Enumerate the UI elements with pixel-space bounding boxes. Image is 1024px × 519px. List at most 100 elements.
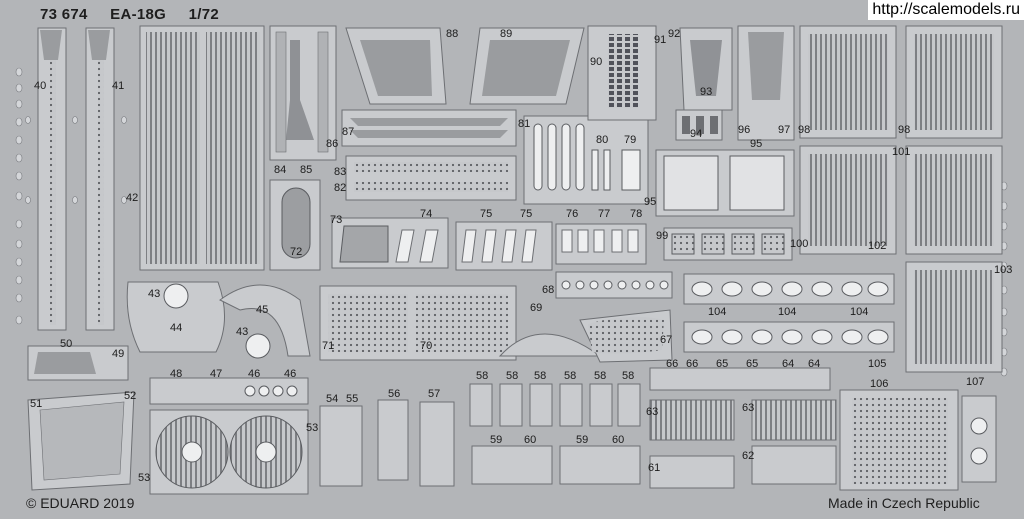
part-number-label: 104 — [708, 306, 727, 318]
part-number-label: 43 — [148, 288, 161, 300]
part-61 — [649, 455, 735, 489]
part-number-label: 66 — [666, 358, 679, 370]
part-number-label: 104 — [850, 306, 869, 318]
part-number-label: 76 — [566, 208, 579, 220]
part-number-label: 104 — [778, 306, 797, 318]
part-101-102 — [799, 145, 1003, 255]
part-number-label: 84 — [274, 164, 287, 176]
part-number-label: 49 — [112, 348, 125, 360]
part-number-label: 101 — [892, 146, 911, 158]
part-number-label: 98 — [898, 124, 911, 136]
part-number-label: 42 — [126, 192, 139, 204]
part-number-label: 70 — [420, 340, 433, 352]
part-number-label: 87 — [342, 126, 355, 138]
part-63 — [649, 399, 735, 441]
part-number-label: 75 — [520, 208, 533, 220]
part-number-label: 64 — [808, 358, 821, 370]
part-number-label: 102 — [868, 240, 887, 252]
part-number-label: 58 — [594, 370, 607, 382]
part-number-label: 89 — [500, 28, 513, 40]
part-number-label: 96 — [738, 124, 751, 136]
copyright-text: © EDUARD 2019 — [26, 495, 135, 511]
part-56 — [377, 399, 409, 481]
part-59-60 — [471, 445, 553, 485]
part-number-label: 92 — [668, 28, 681, 40]
part-number-label: 59 — [576, 434, 589, 446]
part-number-label: 65 — [716, 358, 729, 370]
part-57 — [419, 401, 455, 487]
part-87 — [341, 109, 517, 147]
part-number-label: 74 — [420, 208, 433, 220]
part-number-label: 48 — [170, 368, 183, 380]
vent-drops-left — [15, 67, 23, 325]
part-number-label: 75 — [480, 208, 493, 220]
part-number-label: 46 — [248, 368, 261, 380]
part-number-label: 90 — [590, 56, 603, 68]
part-40-41 — [37, 27, 115, 331]
part-46-48 — [149, 377, 309, 405]
part-98 — [799, 25, 1003, 139]
part-number-label: 58 — [506, 370, 519, 382]
part-64-66 — [649, 367, 831, 391]
set-code: 73 674 — [40, 6, 88, 23]
part-45 — [219, 284, 311, 357]
part-number-label: 97 — [778, 124, 791, 136]
part-number-label: 53 — [306, 422, 319, 434]
part-number-label: 80 — [596, 134, 609, 146]
part-number-label: 54 — [326, 393, 339, 405]
part-number-label: 71 — [322, 340, 335, 352]
part-62 — [751, 445, 837, 485]
part-number-label: 103 — [994, 264, 1013, 276]
part-number-label: 56 — [388, 388, 401, 400]
part-number-label: 94 — [690, 128, 703, 140]
part-number-label: 86 — [326, 138, 339, 150]
part-number-label: 47 — [210, 368, 223, 380]
part-number-label: 106 — [870, 378, 889, 390]
part-number-label: 98 — [798, 124, 811, 136]
part-103-105 — [905, 261, 1003, 373]
part-number-label: 43 — [236, 326, 249, 338]
part-number-label: 46 — [284, 368, 297, 380]
part-number-label: 99 — [656, 230, 669, 242]
part-number-label: 66 — [686, 358, 699, 370]
part-number-label: 58 — [534, 370, 547, 382]
part-number-label: 53 — [138, 472, 151, 484]
part-number-label: 50 — [60, 338, 73, 350]
part-number-label: 69 — [530, 302, 543, 314]
part-number-label: 72 — [290, 246, 303, 258]
part-number-label: 60 — [612, 434, 625, 446]
part-number-label: 77 — [598, 208, 611, 220]
part-number-label: 73 — [330, 214, 343, 226]
part-number-label: 63 — [646, 406, 659, 418]
part-number-label: 88 — [446, 28, 459, 40]
part-number-label: 81 — [518, 118, 531, 130]
part-68 — [555, 271, 673, 299]
part-number-label: 60 — [524, 434, 537, 446]
part-number-label: 67 — [660, 334, 673, 346]
part-number-label: 100 — [790, 238, 809, 250]
part-number-label: 91 — [654, 34, 667, 46]
part-number-label: 45 — [256, 304, 269, 316]
part-104 — [683, 273, 895, 353]
part-107 — [961, 395, 997, 483]
part-number-label: 52 — [124, 390, 137, 402]
aircraft-model: EA-18G — [110, 6, 167, 23]
part-number-label: 55 — [346, 393, 359, 405]
part-number-label: 93 — [700, 86, 713, 98]
part-number-label: 40 — [34, 80, 47, 92]
part-58 — [469, 383, 641, 427]
part-number-label: 57 — [428, 388, 441, 400]
part-number-label: 64 — [782, 358, 795, 370]
part-number-label: 61 — [648, 462, 661, 474]
part-number-label: 95 — [644, 196, 657, 208]
part-number-label: 58 — [622, 370, 635, 382]
part-number-label: 44 — [170, 322, 183, 334]
part-number-label: 82 — [334, 182, 347, 194]
part-number-label: 78 — [630, 208, 643, 220]
part-number-label: 65 — [746, 358, 759, 370]
part-number-label: 95 — [750, 138, 763, 150]
part-number-label: 59 — [490, 434, 503, 446]
watermark-link[interactable]: http://scalemodels.ru — [868, 0, 1024, 20]
part-number-label: 83 — [334, 166, 347, 178]
